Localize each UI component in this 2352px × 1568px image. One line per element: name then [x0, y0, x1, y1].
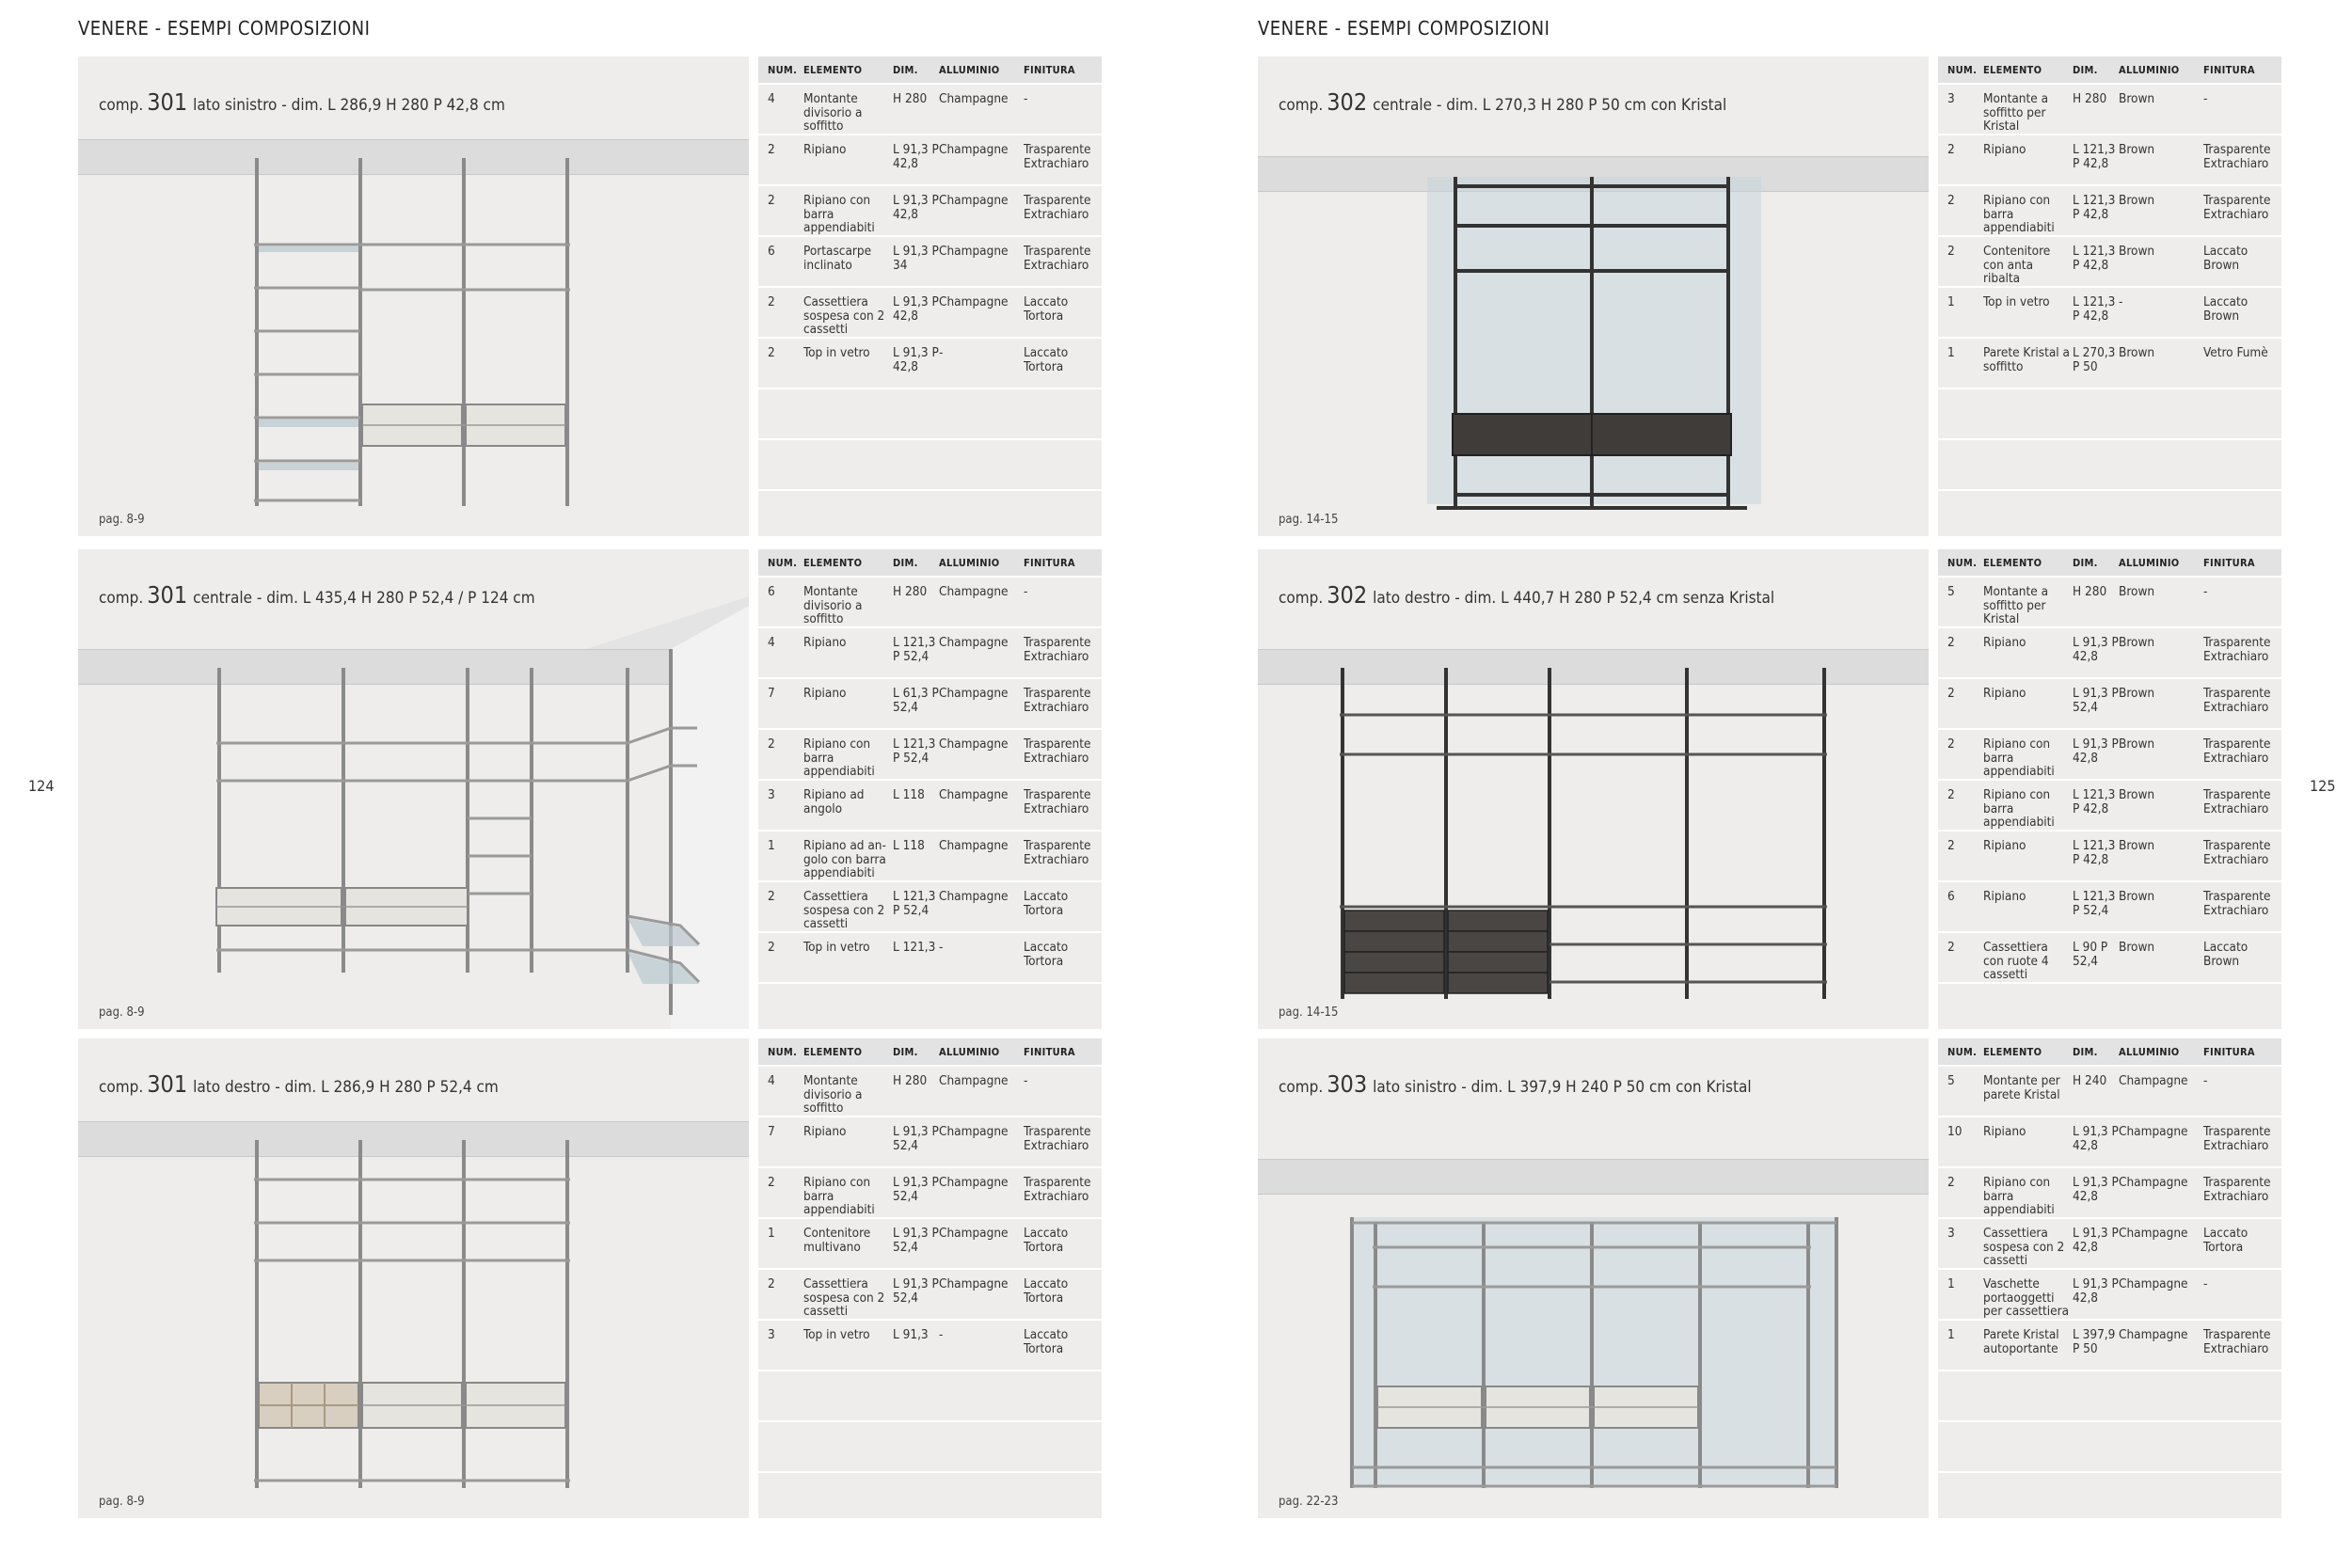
- page-reference: pag. 8-9: [99, 1006, 145, 1020]
- page-reference: pag. 14-15: [1279, 513, 1339, 527]
- page-number-left: 124: [28, 777, 55, 795]
- page-reference: pag. 14-15: [1279, 1006, 1339, 1020]
- shelving-illustration: [1340, 668, 1827, 999]
- shelving-illustration: [254, 1140, 570, 1488]
- page-reference: pag. 8-9: [99, 1495, 145, 1509]
- page-reference: pag. 22-23: [1279, 1495, 1339, 1509]
- table-row: [1938, 389, 2281, 440]
- page-number-right: 125: [2310, 777, 2336, 795]
- table-row: [1938, 1371, 2281, 1422]
- page-reference: pag. 8-9: [99, 513, 145, 527]
- right-page-header: VENERE - ESEMPI COMPOSIZIONI: [1258, 17, 1550, 40]
- table-row: [1938, 440, 2281, 491]
- corner-wall-background: [586, 596, 749, 1029]
- shelving-illustration: [1350, 1217, 1838, 1488]
- table-row: [758, 1422, 1102, 1473]
- table-row: [1938, 1422, 2281, 1473]
- shelving-illustration: [1427, 177, 1761, 510]
- shelving-illustration: [215, 649, 701, 1015]
- table-row: [758, 440, 1102, 491]
- table-row: [758, 389, 1102, 440]
- table-row: [758, 1371, 1102, 1422]
- left-page-header: VENERE - ESEMPI COMPOSIZIONI: [78, 17, 371, 40]
- shelving-illustration: [254, 158, 570, 506]
